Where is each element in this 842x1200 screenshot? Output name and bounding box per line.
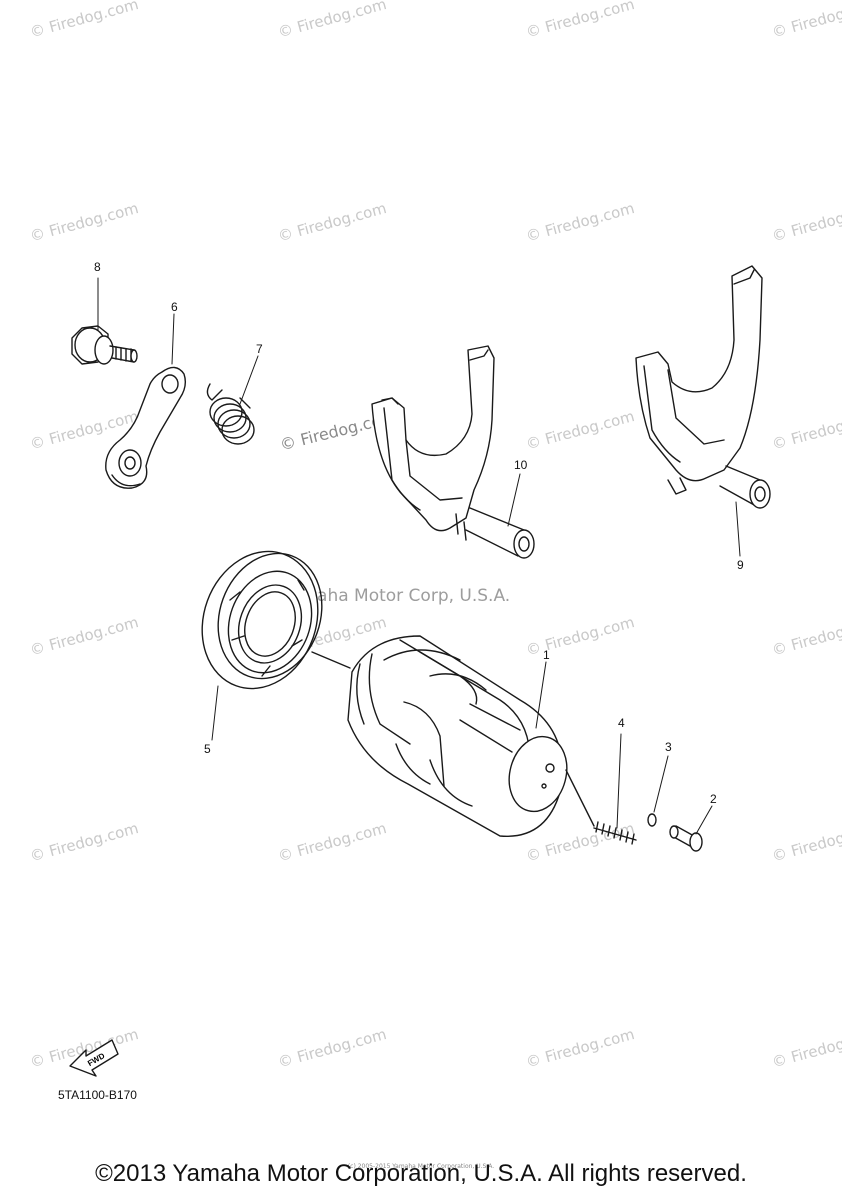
callout-3: 3 xyxy=(665,740,672,754)
callout-2: 2 xyxy=(710,792,717,806)
callout-5: 5 xyxy=(204,742,211,756)
fwd-arrow-icon xyxy=(69,1039,119,1077)
torsion-spring-part-7 xyxy=(206,383,255,445)
shift-fork-part-9 xyxy=(635,265,771,509)
pin-part-2 xyxy=(669,825,703,852)
footer-copyright: ©2013 Yamaha Motor Corporation, U.S.A. A… xyxy=(95,1160,747,1187)
leader-lines xyxy=(97,277,741,835)
diagram-code: 5TA1100-B170 xyxy=(58,1088,137,1102)
bearing-part-5 xyxy=(201,550,323,690)
callout-10: 10 xyxy=(514,458,528,472)
yamaha-watermark: Yamaha Motor Corp, U.S.A. xyxy=(282,586,511,606)
footer-small-copyright: (c) 2005-2015 Yamaha Motor Corporation, … xyxy=(347,1163,495,1170)
stopper-lever-part-6 xyxy=(105,366,187,489)
shift-drum-part-1 xyxy=(311,635,568,837)
callout-8: 8 xyxy=(94,260,101,274)
callout-7: 7 xyxy=(256,342,263,356)
flange-bolt-part-8 xyxy=(71,325,138,365)
callout-9: 9 xyxy=(737,558,744,572)
shift-fork-part-10 xyxy=(371,345,535,559)
callout-6: 6 xyxy=(171,300,178,314)
ring-part-3 xyxy=(647,813,657,827)
callout-1: 1 xyxy=(543,648,550,662)
callout-4: 4 xyxy=(618,716,625,730)
spring-part-4 xyxy=(565,769,637,845)
